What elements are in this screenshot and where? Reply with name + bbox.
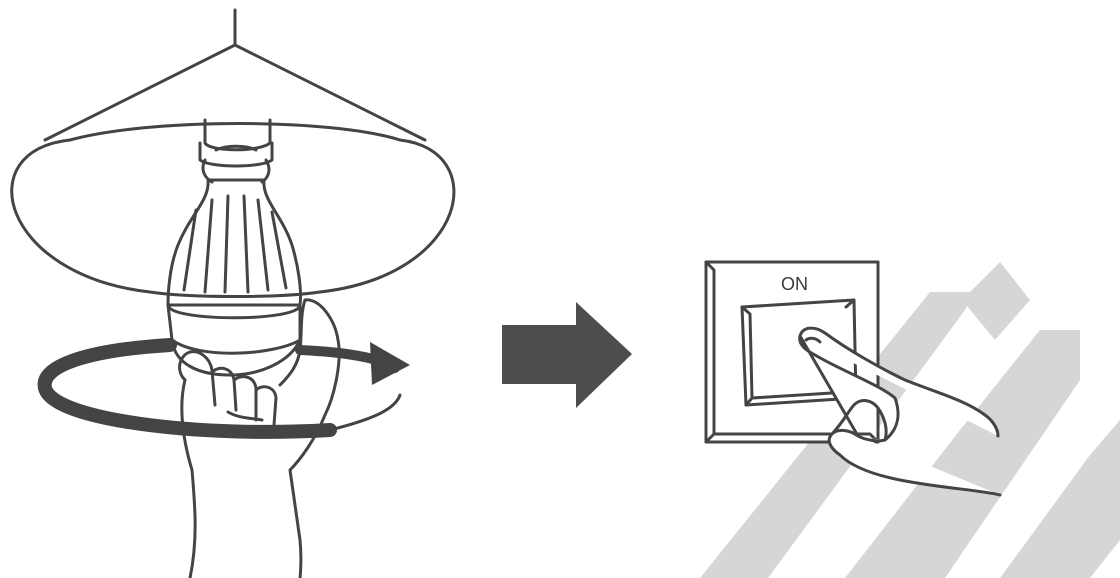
right-arrow-icon: [502, 302, 632, 408]
bulb-body: [168, 180, 301, 305]
lamp-illustration: [12, 10, 454, 578]
bulb-base-band: [168, 305, 300, 318]
switch-state-label: ON: [781, 274, 808, 294]
hand-left: [182, 300, 339, 578]
lamp-shade: [45, 45, 425, 140]
